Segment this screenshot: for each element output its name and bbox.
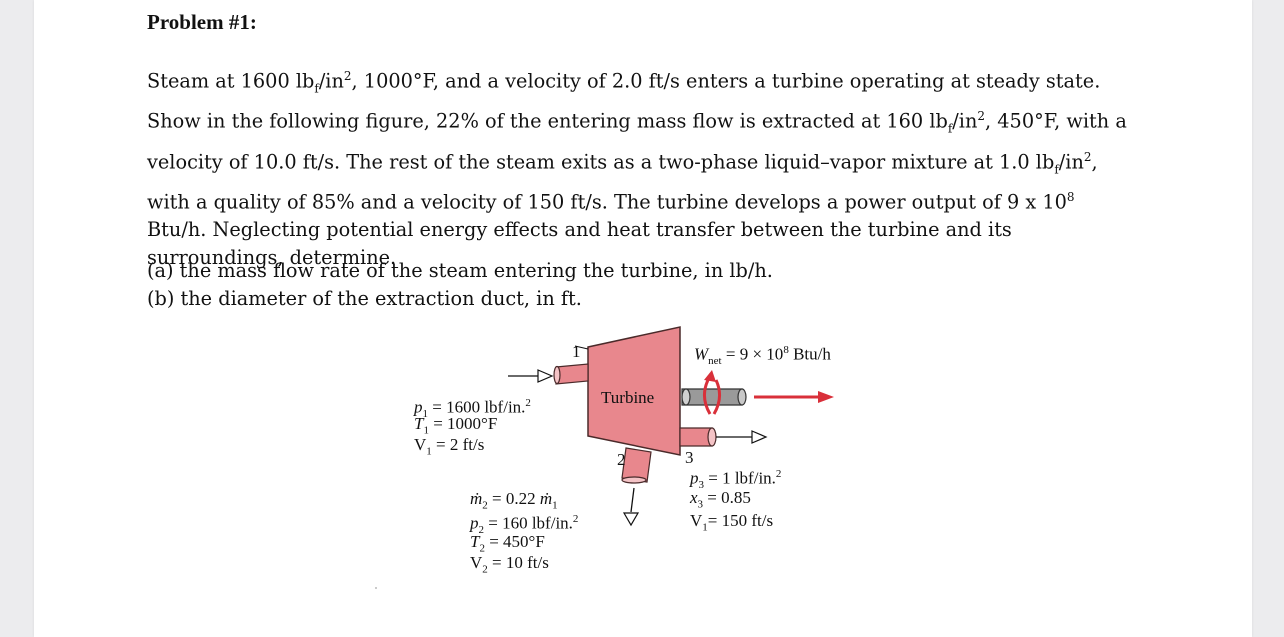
page-speck bbox=[375, 587, 377, 589]
extraction-mass-flow: ṁ2 = 0.22 ṁ1 bbox=[470, 489, 558, 512]
question-b: (b) the diameter of the extraction duct,… bbox=[147, 287, 582, 310]
exit-pipe bbox=[679, 427, 713, 447]
extraction-temperature: T2 = 450°F bbox=[470, 532, 545, 555]
state-1-label: 1 bbox=[572, 342, 581, 361]
extraction-velocity: V2 = 10 ft/s bbox=[470, 553, 549, 576]
problem-title: Problem #1: bbox=[147, 10, 257, 34]
turbine-body bbox=[587, 326, 681, 456]
problem-statement: Steam at 1600 lbf/in2, 1000°F, and a vel… bbox=[147, 69, 1127, 270]
exit-quality: x3 = 0.85 bbox=[690, 488, 751, 511]
exit-pressure: p3 = 1 lbf/in.2 bbox=[690, 468, 782, 492]
inlet-pipe bbox=[555, 363, 589, 385]
state-3-label: 3 bbox=[685, 448, 694, 467]
power-output-label: Wnet = 9 × 108 Btu/h bbox=[694, 344, 831, 368]
state-2-label: 2 bbox=[617, 450, 626, 469]
extraction-arrow bbox=[630, 487, 635, 513]
inlet-velocity: V1 = 2 ft/s bbox=[414, 435, 485, 458]
inlet-temperature: T1 = 1000°F bbox=[414, 414, 498, 437]
extraction-pressure: p2 = 160 lbf/in.2 bbox=[470, 513, 579, 537]
shaft bbox=[681, 388, 743, 406]
turbine-label: Turbine bbox=[601, 388, 655, 407]
question-a: (a) the mass flow rate of the steam ente… bbox=[147, 259, 773, 282]
extraction-pipe bbox=[621, 447, 652, 483]
inlet-pressure: p1 = 1600 lbf/in.2 bbox=[414, 397, 531, 421]
document-page bbox=[34, 0, 1252, 637]
exit-velocity: V1= 150 ft/s bbox=[690, 511, 774, 534]
